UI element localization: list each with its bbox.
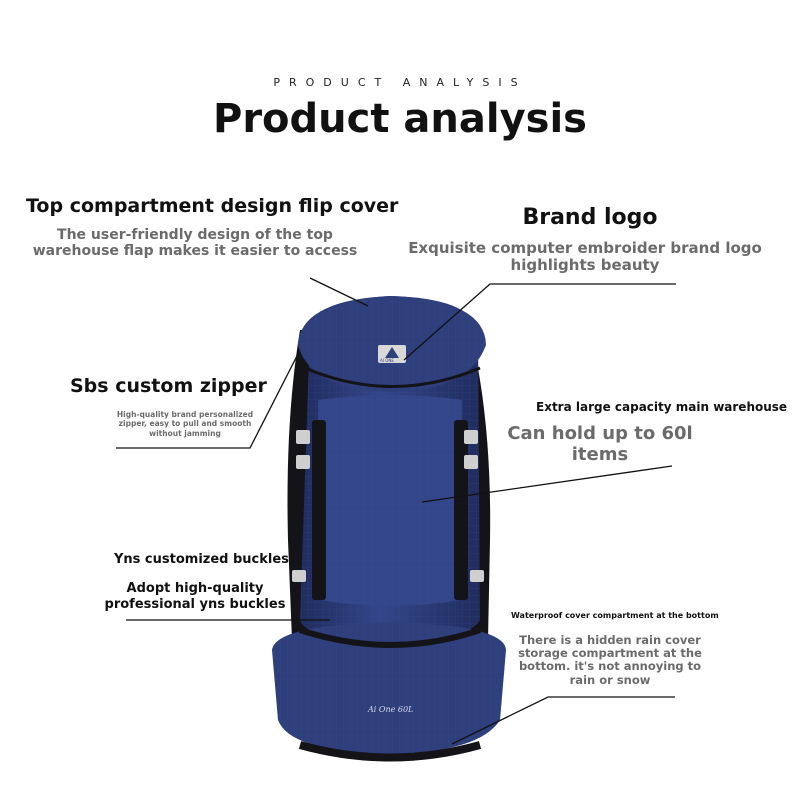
brand-logo-text: AI ONE bbox=[380, 358, 394, 363]
callout-brand-logo-line2: highlights beauty bbox=[510, 256, 660, 275]
callout-brand-logo-heading: Brand logo bbox=[522, 205, 658, 230]
section-eyebrow: PRODUCT ANALYSIS bbox=[273, 76, 527, 89]
callout-capacity-line2: items bbox=[571, 443, 629, 465]
callout-buckles-line2: professional yns buckles bbox=[104, 596, 286, 612]
leader-brand-logo bbox=[403, 283, 676, 361]
callout-rain-line3: bottom. it's not annoying to bbox=[518, 659, 702, 674]
backpack-front-panel bbox=[318, 395, 462, 606]
callout-capacity-heading: Extra large capacity main warehouse bbox=[536, 400, 788, 414]
leader-rain-cover bbox=[451, 696, 675, 745]
callout-zipper-heading: Sbs custom zipper bbox=[70, 375, 267, 397]
callout-rain-line1: There is a hidden rain cover bbox=[519, 633, 701, 647]
callout-rain-heading: Waterproof cover compartment at the bott… bbox=[511, 611, 719, 620]
buckles bbox=[292, 430, 484, 656]
page-title: Product analysis bbox=[213, 96, 587, 142]
callout-buckles-body: Adopt high-quality professional yns buck… bbox=[100, 581, 290, 612]
callout-buckles-heading: Yns customized buckles bbox=[114, 552, 289, 567]
callout-top-flip-body: The user-friendly design of the top ware… bbox=[20, 227, 370, 259]
callout-rain-line4: rain or snow bbox=[569, 672, 651, 687]
callout-top-flip-line1: The user-friendly design of the top bbox=[57, 227, 333, 243]
model-script: Ai One 60L bbox=[367, 705, 413, 714]
callout-zipper-body: High-quality brand personalized zipper, … bbox=[110, 410, 260, 438]
backpack-body bbox=[300, 296, 480, 640]
callout-rain-line2: storage compartment at the bbox=[518, 646, 702, 661]
leader-top-flip bbox=[309, 277, 369, 307]
brand-logo-patch bbox=[378, 345, 406, 363]
backpack-top-flap bbox=[298, 296, 486, 392]
callout-buckles-line1: Adopt high-quality bbox=[126, 581, 264, 596]
callout-zipper-line3: without jamming bbox=[149, 428, 221, 438]
backpack-side-panels bbox=[287, 330, 491, 640]
callout-rain-body: There is a hidden rain cover storage com… bbox=[510, 633, 710, 687]
callout-top-flip-line2: warehouse flap makes it easier to access bbox=[32, 243, 358, 260]
compression-straps bbox=[312, 420, 468, 600]
callout-zipper-line2: zipper, easy to pull and smooth bbox=[118, 419, 252, 429]
bottom-compartment: Ai One 60L bbox=[272, 622, 506, 762]
callout-zipper-line1: High-quality brand personalized bbox=[116, 410, 254, 419]
callout-brand-logo-line1: Exquisite computer embroider brand logo bbox=[408, 239, 762, 257]
callout-capacity-line1: Can hold up to 60l bbox=[507, 423, 693, 444]
callout-brand-logo-body: Exquisite computer embroider brand logo … bbox=[400, 239, 770, 275]
callout-capacity-body: Can hold up to 60l items bbox=[490, 423, 710, 465]
leader-capacity bbox=[421, 465, 673, 503]
callout-top-flip-heading: Top compartment design flip cover bbox=[26, 195, 399, 217]
